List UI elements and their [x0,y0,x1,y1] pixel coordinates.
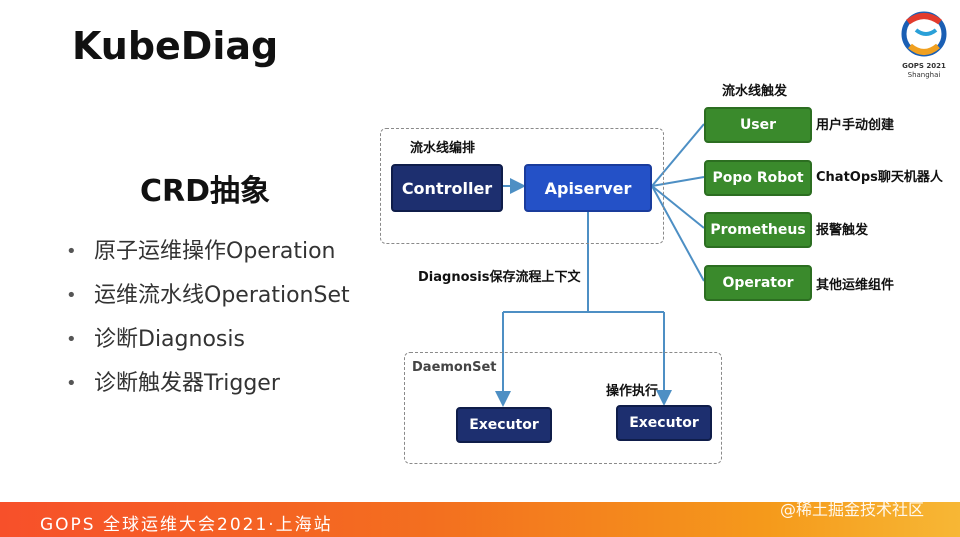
bullet-list: 原子运维操作Operation 运维流水线OperationSet 诊断Diag… [66,236,350,412]
slide-title: KubeDiag [72,24,279,68]
pipeline-group [380,128,664,244]
trigger-prometheus-desc: 报警触发 [816,223,869,238]
controller-box: Controller [391,164,503,212]
exec-label: 操作执行 [606,384,659,399]
bullet-item: 诊断触发器Trigger [66,368,350,412]
bullet-item: 运维流水线OperationSet [66,280,350,324]
footer-bar [0,502,960,537]
slide-subtitle: CRD抽象 [140,174,271,209]
trigger-user-box: User [704,107,812,143]
trigger-operator-box: Operator [704,265,812,301]
footer-text: GOPS 全球运维大会2021·上海站 [40,515,333,535]
trigger-popo-robot-desc: ChatOps聊天机器人 [816,170,943,185]
logo-line2: Shanghai [907,71,941,79]
trigger-operator-desc: 其他运维组件 [816,278,895,293]
context-label: Diagnosis保存流程上下文 [418,270,581,285]
logo-line1: GOPS 2021 [902,62,946,70]
apiserver-box: Apiserver [524,164,652,212]
executor-box: Executor [456,407,552,443]
bullet-item: 原子运维操作Operation [66,236,350,280]
trigger-prometheus-box: Prometheus [704,212,812,248]
trigger-popo-robot-box: Popo Robot [704,160,812,196]
gops-logo-icon [901,11,947,57]
daemonset-label: DaemonSet [412,360,497,375]
gops-logo: GOPS 2021 Shanghai [896,8,952,80]
bullet-item: 诊断Diagnosis [66,324,350,368]
trigger-label: 流水线触发 [722,84,788,99]
pipeline-label: 流水线编排 [410,141,476,156]
daemonset-group [404,352,722,464]
executor-box: Executor [616,405,712,441]
trigger-user-desc: 用户手动创建 [816,118,895,133]
watermark: @稀土掘金技术社区 [780,500,925,519]
